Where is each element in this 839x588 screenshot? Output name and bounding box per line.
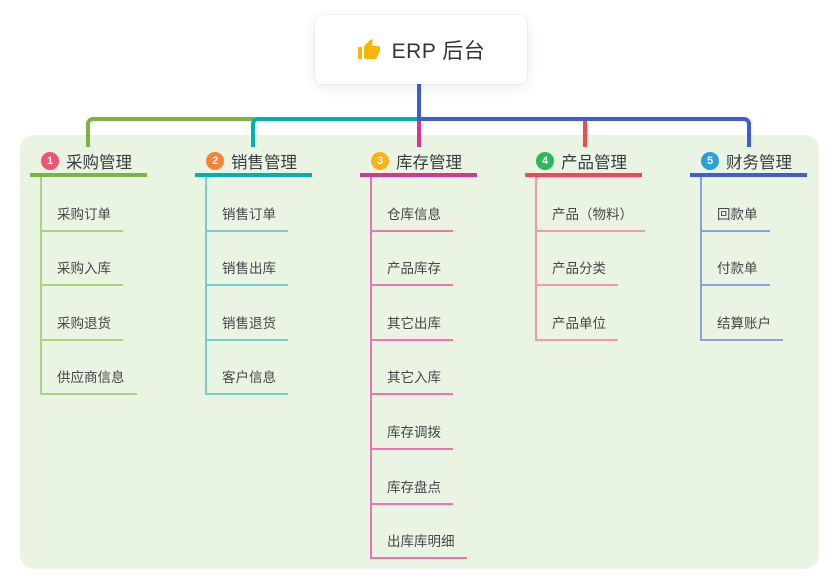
child-node[interactable]: 采购订单 [42, 203, 123, 232]
branch-header-finance[interactable]: 5 财务管理 [690, 149, 807, 177]
child-node[interactable]: 采购退货 [42, 312, 123, 341]
child-node[interactable]: 结算账户 [702, 312, 783, 341]
branch-label: 财务管理 [726, 154, 792, 172]
branch-children-inventory: 仓库信息 产品库存 其它出库 其它入库 库存调拨 库存盘点 出库库明细 [370, 177, 467, 560]
connector-branch-1 [86, 117, 255, 147]
child-node[interactable]: 其它出库 [372, 312, 453, 341]
connector-branch-2 [251, 117, 419, 147]
branch-label: 采购管理 [66, 154, 132, 172]
branch-children-purchase: 采购订单 采购入库 采购退货 供应商信息 [40, 177, 137, 396]
branch-children-product: 产品（物料） 产品分类 产品单位 [535, 177, 645, 341]
branch-header-purchase[interactable]: 1 采购管理 [30, 149, 147, 177]
child-node[interactable]: 产品单位 [537, 312, 618, 341]
child-node[interactable]: 产品（物料） [537, 203, 645, 232]
connector-root [417, 84, 421, 118]
child-node[interactable]: 销售订单 [207, 203, 288, 232]
child-node[interactable]: 客户信息 [207, 366, 288, 396]
child-node[interactable]: 产品库存 [372, 257, 453, 287]
child-node[interactable]: 供应商信息 [42, 366, 137, 396]
branch-label: 销售管理 [231, 154, 297, 172]
root-node[interactable]: ERP 后台 [315, 15, 527, 84]
branch-number-badge: 4 [536, 152, 554, 170]
branch-label: 库存管理 [396, 154, 462, 172]
branch-header-inventory[interactable]: 3 库存管理 [360, 149, 477, 177]
branch-number-badge: 5 [701, 152, 719, 170]
mindmap-background [20, 135, 819, 569]
branch-number-badge: 2 [206, 152, 224, 170]
child-node[interactable]: 其它入库 [372, 366, 453, 396]
child-node[interactable]: 采购入库 [42, 257, 123, 287]
child-node[interactable]: 销售出库 [207, 257, 288, 287]
branch-header-product[interactable]: 4 产品管理 [525, 149, 642, 177]
branch-number-badge: 3 [371, 152, 389, 170]
thumbs-up-icon [357, 38, 380, 59]
child-node[interactable]: 库存盘点 [372, 476, 453, 505]
child-node[interactable]: 销售退货 [207, 312, 288, 341]
connector-branch-3 [417, 121, 421, 147]
connector-branch-4 [583, 121, 587, 147]
root-title: ERP 后台 [391, 39, 486, 63]
branch-number-badge: 1 [41, 152, 59, 170]
branch-children-finance: 回款单 付款单 结算账户 [700, 177, 783, 341]
branch-label: 产品管理 [561, 154, 627, 172]
child-node[interactable]: 库存调拨 [372, 421, 453, 450]
child-node[interactable]: 产品分类 [537, 257, 618, 287]
branch-header-sales[interactable]: 2 销售管理 [195, 149, 312, 177]
child-node[interactable]: 仓库信息 [372, 203, 453, 232]
branch-children-sales: 销售订单 销售出库 销售退货 客户信息 [205, 177, 288, 396]
child-node[interactable]: 出库库明细 [372, 530, 467, 560]
child-node[interactable]: 付款单 [702, 257, 770, 287]
connector-branch-5 [417, 117, 751, 147]
child-node[interactable]: 回款单 [702, 203, 770, 232]
